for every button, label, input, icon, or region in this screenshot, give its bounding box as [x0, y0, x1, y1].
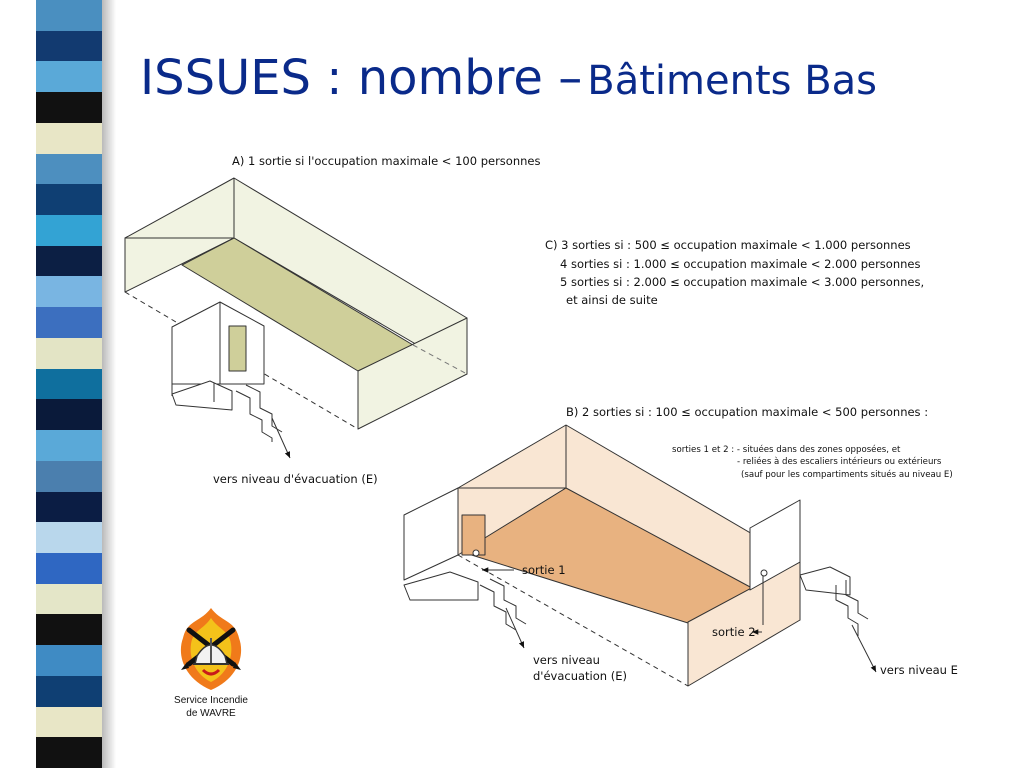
exit-1-marker [472, 549, 480, 557]
stripe-segment [36, 368, 102, 400]
building-b-evacuation-arrow-right [851, 624, 877, 673]
stripe-segment [36, 61, 102, 93]
stripe-segment [36, 491, 102, 523]
building-b [403, 424, 877, 687]
case-c-line-3: 5 sorties si : 2.000 ≤ occupation maxima… [560, 275, 924, 289]
building-b-left-stair-enclosure [403, 487, 459, 581]
stripe-segment [36, 92, 102, 124]
stripe-segment [36, 184, 102, 216]
stripe-shadow [102, 0, 116, 768]
page-title: ISSUES : nombre – Bâtiments Bas [140, 50, 877, 106]
exit-2-marker [760, 569, 768, 577]
exit-1-label: sortie 1 [522, 563, 566, 577]
building-b-evacuation-arrow-left [505, 607, 525, 649]
case-b-note-2: - reliées à des escaliers intérieurs ou … [737, 456, 942, 467]
logo-text-line-2: de WAVRE [186, 708, 236, 719]
building-a-left-wall [124, 237, 235, 293]
building-b-right-stairs [799, 566, 869, 636]
case-b-evac-right: vers niveau E [880, 663, 958, 677]
stripe-segment [36, 122, 102, 155]
fire-service-logo: Service Incendie de WAVRE [163, 604, 259, 720]
stripe-segment [36, 737, 102, 768]
case-b-note-1: sorties 1 et 2 : - situées dans des zone… [672, 444, 901, 455]
stripe-segment [36, 583, 102, 615]
building-a-stairs [171, 380, 283, 442]
stripe-segment [36, 614, 102, 646]
building-a-evacuation-arrow [271, 417, 291, 459]
stripe-segment [36, 399, 102, 431]
building-b-left-stairs [403, 571, 527, 631]
stripe-segment [36, 460, 102, 493]
title-sub: Bâtiments Bas [587, 58, 878, 104]
stripe-segment [36, 30, 102, 62]
stripe-segment [36, 0, 102, 32]
building-b-right-stair-enclosure [749, 499, 801, 591]
stripe-segment [36, 522, 102, 554]
stripe-segment [36, 307, 102, 339]
decorative-stripe-band [36, 0, 102, 768]
case-c-line-2: 4 sorties si : 1.000 ≤ occupation maxima… [560, 257, 920, 271]
stripe-segment [36, 276, 102, 308]
fire-helmet-emblem-icon [180, 608, 242, 690]
case-c-line-4: et ainsi de suite [566, 293, 658, 307]
case-a-evacuation-label: vers niveau d'évacuation (E) [213, 472, 378, 486]
stripe-segment [36, 430, 102, 462]
building-b-door-1 [461, 514, 486, 556]
stripe-segment [36, 706, 102, 738]
exit-2-label: sortie 2 [712, 625, 756, 639]
case-c-line-1: C) 3 sorties si : 500 ≤ occupation maxim… [545, 238, 911, 252]
stripe-segment [36, 337, 102, 370]
building-a-door [228, 325, 247, 372]
stripe-segment [36, 552, 102, 585]
case-b-evac-left-line-2: d'évacuation (E) [533, 669, 627, 683]
title-main: ISSUES : nombre – [140, 50, 583, 106]
building-a [124, 177, 468, 459]
case-b-evac-left-line-1: vers niveau [533, 653, 600, 667]
case-a-caption: A) 1 sortie si l'occupation maximale < 1… [232, 154, 540, 168]
logo-text-line-1: Service Incendie [174, 695, 248, 706]
stripe-segment [36, 215, 102, 247]
stripe-segment [36, 675, 102, 708]
stripe-segment [36, 645, 102, 677]
stripe-segment [36, 245, 102, 277]
building-a-stair-enclosure [171, 301, 265, 385]
case-b-caption: B) 2 sorties si : 100 ≤ occupation maxim… [566, 405, 928, 419]
case-b-note-3: (sauf pour les compartiments situés au n… [741, 469, 953, 480]
stripe-segment [36, 153, 102, 185]
